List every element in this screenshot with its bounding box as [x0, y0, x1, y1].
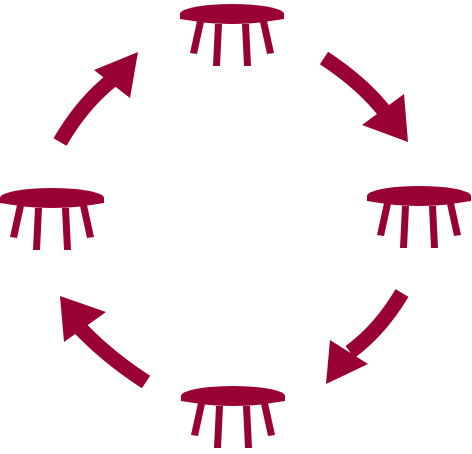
arrow-shaft: [72, 320, 151, 389]
arrow-left-to-top-icon: [53, 52, 138, 146]
table-icon: [0, 188, 104, 250]
arrow-head: [60, 296, 106, 342]
table-icon: [367, 186, 471, 248]
arrow-shaft: [345, 289, 409, 359]
table-icon: [181, 386, 285, 448]
arrow-right-to-bottom-icon: [326, 289, 409, 384]
arrow-shaft: [319, 51, 395, 121]
table-icon: [180, 4, 284, 66]
arrow-head: [94, 52, 138, 98]
arrow-head: [362, 94, 408, 142]
arrow-shaft: [53, 74, 117, 146]
arrow-bottom-to-left-icon: [60, 296, 151, 389]
arrow-head: [326, 340, 368, 384]
arrow-top-to-right-icon: [319, 51, 408, 142]
